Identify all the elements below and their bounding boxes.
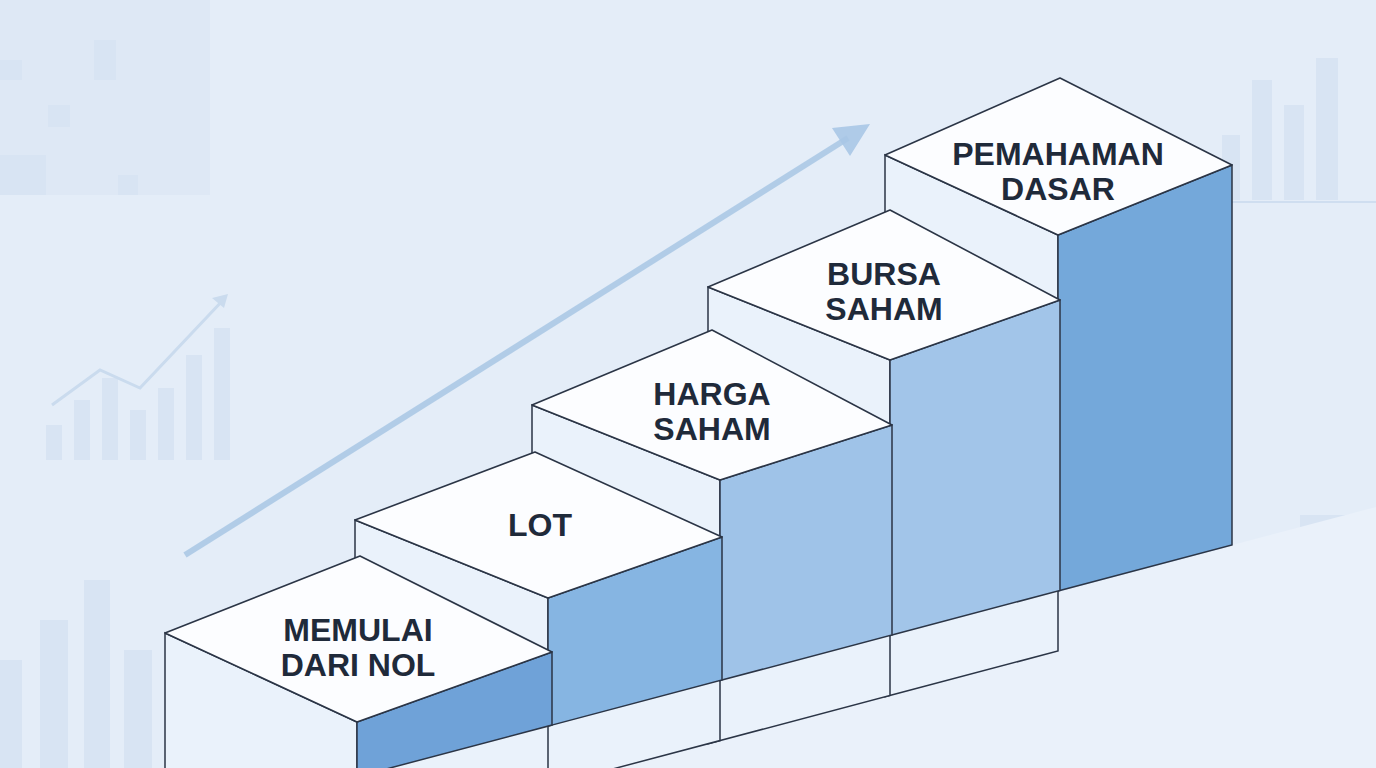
step-top-face: LOT	[355, 452, 722, 598]
step-label: MEMULAI DARI NOL	[261, 613, 455, 683]
step-top-face: PEMAHAMAN DASAR	[885, 78, 1232, 235]
step-right-face	[1058, 165, 1232, 591]
step-top-face: HARGA SAHAM	[532, 330, 892, 480]
step-label: BURSA SAHAM	[796, 257, 972, 327]
step-top-face: BURSA SAHAM	[708, 210, 1060, 360]
step-label: LOT	[508, 508, 572, 543]
step-top-face: MEMULAI DARI NOL	[165, 556, 552, 722]
step-label: PEMAHAMAN DASAR	[952, 137, 1164, 207]
step-label: HARGA SAHAM	[622, 377, 802, 447]
